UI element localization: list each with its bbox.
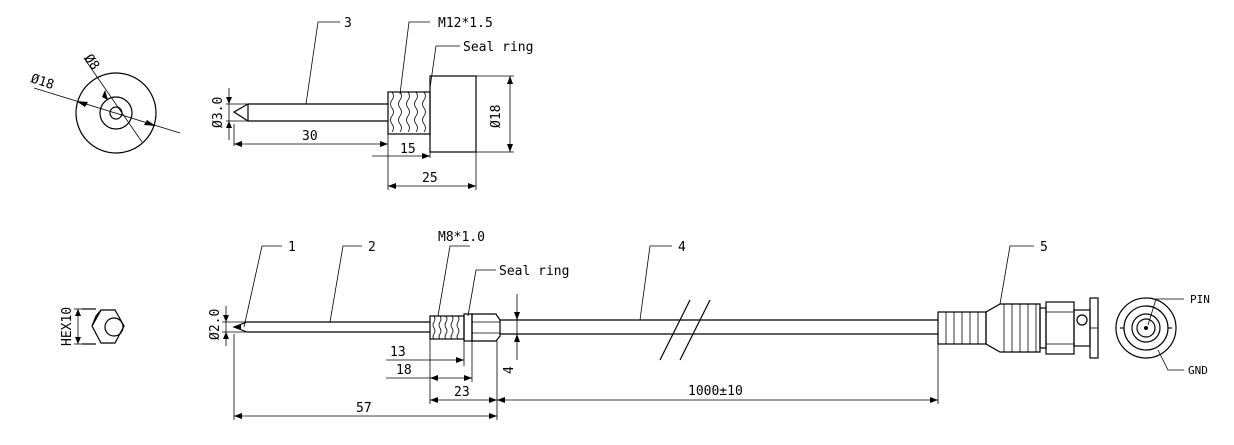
top-dia18-body-label: Ø18 bbox=[489, 105, 504, 128]
bottom-gap4-label: 4 bbox=[502, 366, 517, 374]
bottom-callout-5: 5 bbox=[1040, 240, 1048, 255]
gnd-label: GND bbox=[1188, 364, 1208, 377]
bottom-len18-label: 18 bbox=[396, 363, 412, 378]
bottom-side-view: PIN GND Ø2.0 4 13 18 bbox=[208, 230, 1210, 420]
bottom-callout-2: 2 bbox=[368, 240, 376, 255]
top-len30-label: 30 bbox=[302, 129, 318, 144]
bottom-len23-label: 23 bbox=[454, 385, 470, 400]
bottom-hex-label: HEX10 bbox=[60, 307, 75, 346]
top-dia18-label: Ø18 bbox=[29, 72, 56, 94]
pin-label: PIN bbox=[1190, 293, 1210, 306]
top-end-view: Ø18 Ø8 bbox=[29, 52, 181, 154]
top-seal-ring-label: Seal ring bbox=[463, 40, 533, 55]
top-len15-label: 15 bbox=[400, 142, 416, 157]
bottom-seal-ring-label: Seal ring bbox=[499, 264, 569, 279]
bottom-dia2-label: Ø2.0 bbox=[208, 309, 223, 340]
top-callout-3: 3 bbox=[344, 16, 352, 31]
top-dia3-label: Ø3.0 bbox=[211, 97, 226, 128]
bottom-len1000-label: 1000±10 bbox=[688, 384, 743, 399]
bottom-len57-label: 57 bbox=[356, 401, 372, 416]
bottom-thread-label: M8*1.0 bbox=[438, 230, 485, 245]
top-side-view: Ø3.0 30 15 25 Ø18 3 M12*1.5 Se bbox=[211, 16, 533, 190]
top-dia8-label: Ø8 bbox=[81, 52, 102, 73]
bottom-callout-1: 1 bbox=[288, 240, 296, 255]
top-len25-label: 25 bbox=[422, 171, 438, 186]
bottom-callout-4: 4 bbox=[678, 240, 686, 255]
bottom-hex-view: HEX10 bbox=[60, 307, 125, 346]
bottom-len13-label: 13 bbox=[390, 345, 406, 360]
top-thread-label: M12*1.5 bbox=[438, 16, 493, 31]
